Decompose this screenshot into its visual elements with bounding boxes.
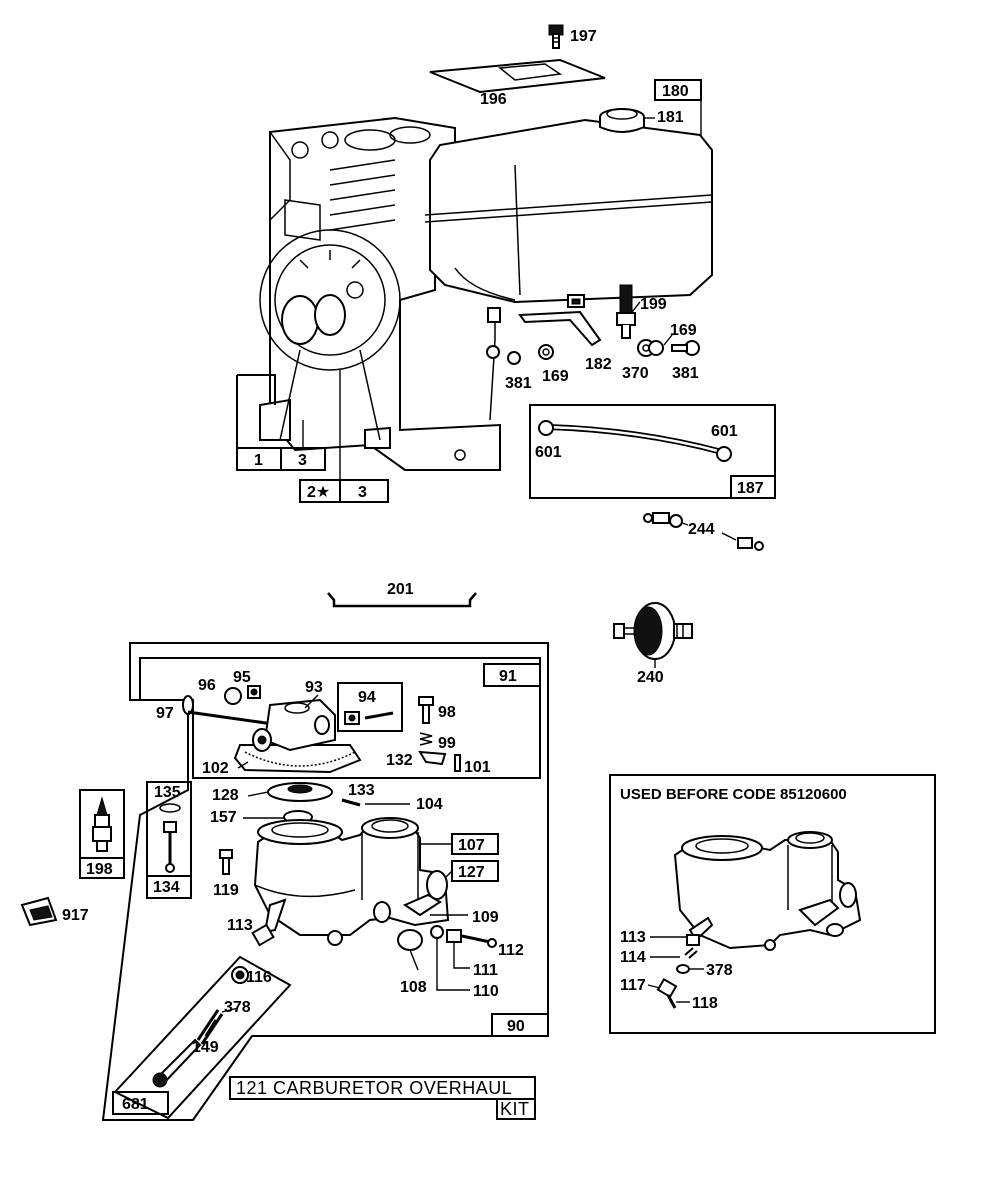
callout-98: 98 (438, 704, 456, 721)
callout-111: 111 (473, 962, 498, 979)
callout-169-left: 169 (542, 368, 569, 385)
callout-128: 128 (212, 787, 239, 804)
callout-601-right: 601 (711, 423, 738, 440)
callout-169-right: 169 (670, 322, 697, 339)
callout-196: 196 (480, 91, 507, 108)
inset-callout-118: 118 (692, 995, 718, 1012)
fuel-tank (424, 118, 713, 304)
callout-187: 187 (737, 480, 764, 497)
inset-title: USED BEFORE CODE 85120600 (620, 786, 847, 803)
inset-frame (609, 774, 936, 1034)
callout-95: 95 (233, 669, 251, 686)
callout-182: 182 (585, 356, 612, 373)
box-681-frame (113, 955, 292, 1120)
callout-132: 132 (386, 752, 413, 769)
callout-201: 201 (387, 581, 414, 598)
callout-135: 135 (154, 784, 181, 801)
callout-199: 199 (640, 296, 667, 313)
box-91-frame (139, 657, 541, 779)
callout-107: 107 (458, 837, 485, 854)
callout-99: 99 (438, 735, 456, 752)
callout-109: 109 (472, 909, 499, 926)
carburetor-body (253, 817, 450, 946)
callout-381-right: 381 (672, 365, 699, 382)
callout-102: 102 (202, 760, 229, 777)
clip-917 (20, 896, 58, 927)
callout-3-upper: 3 (298, 452, 307, 469)
callout-93: 93 (305, 679, 323, 696)
callout-104: 104 (416, 796, 443, 813)
fuel-fitting-199 (616, 284, 636, 339)
callout-181: 181 (657, 109, 684, 126)
callout-134: 134 (153, 879, 180, 896)
callout-157: 157 (210, 809, 237, 826)
screw-119 (219, 849, 233, 875)
box-94 (337, 682, 403, 732)
inset-callout-117: 117 (620, 977, 646, 994)
callout-244: 244 (688, 521, 715, 538)
callout-112: 112 (498, 942, 524, 959)
callout-91: 91 (499, 668, 517, 685)
callout-119: 119 (213, 882, 239, 899)
callout-378: 378 (224, 999, 251, 1016)
callout-240: 240 (637, 669, 664, 686)
bolt-197 (548, 24, 564, 49)
callout-3-lower: 3 (358, 484, 367, 501)
callout-116: 116 (246, 969, 272, 986)
callout-96: 96 (198, 677, 216, 694)
callout-1: 1 (254, 452, 263, 469)
callout-681: 681 (122, 1096, 149, 1113)
callout-198: 198 (86, 861, 113, 878)
callout-381-left: 381 (505, 375, 532, 392)
inset-carburetor-body (673, 831, 862, 951)
tank-bracket-182 (518, 294, 602, 347)
screw-381-right (671, 340, 700, 356)
callout-2-star: 2★ (307, 484, 330, 501)
box-180 (654, 79, 702, 101)
callout-101: 101 (464, 759, 491, 776)
fuel-cap-181 (599, 108, 645, 133)
fuel-filter-240 (613, 602, 693, 660)
callout-94: 94 (358, 689, 376, 706)
callout-108: 108 (400, 979, 427, 996)
inset-callout-114: 114 (620, 949, 646, 966)
callout-121-kit-line2: KIT (500, 1099, 530, 1119)
callout-97: 97 (156, 705, 174, 722)
callout-133: 133 (348, 782, 375, 799)
callout-370: 370 (622, 365, 649, 382)
callout-110: 110 (473, 983, 499, 1000)
callout-601-left: 601 (535, 444, 562, 461)
callout-197: 197 (570, 28, 597, 45)
callout-113: 113 (227, 917, 253, 934)
callout-917: 917 (62, 907, 89, 924)
callout-127: 127 (458, 864, 485, 881)
callout-180: 180 (662, 83, 689, 100)
bracket-196 (429, 58, 606, 94)
inset-callout-378: 378 (706, 962, 733, 979)
callout-90: 90 (507, 1018, 525, 1035)
box-187-frame (529, 404, 776, 499)
callout-149: 149 (192, 1039, 219, 1056)
callout-121-kit-line1: 121 CARBURETOR OVERHAUL (236, 1078, 512, 1098)
screw-98 (418, 696, 434, 724)
inset-callout-113: 113 (620, 929, 646, 946)
fitting-244 (643, 512, 764, 551)
carb-upper-body-93 (233, 698, 362, 774)
